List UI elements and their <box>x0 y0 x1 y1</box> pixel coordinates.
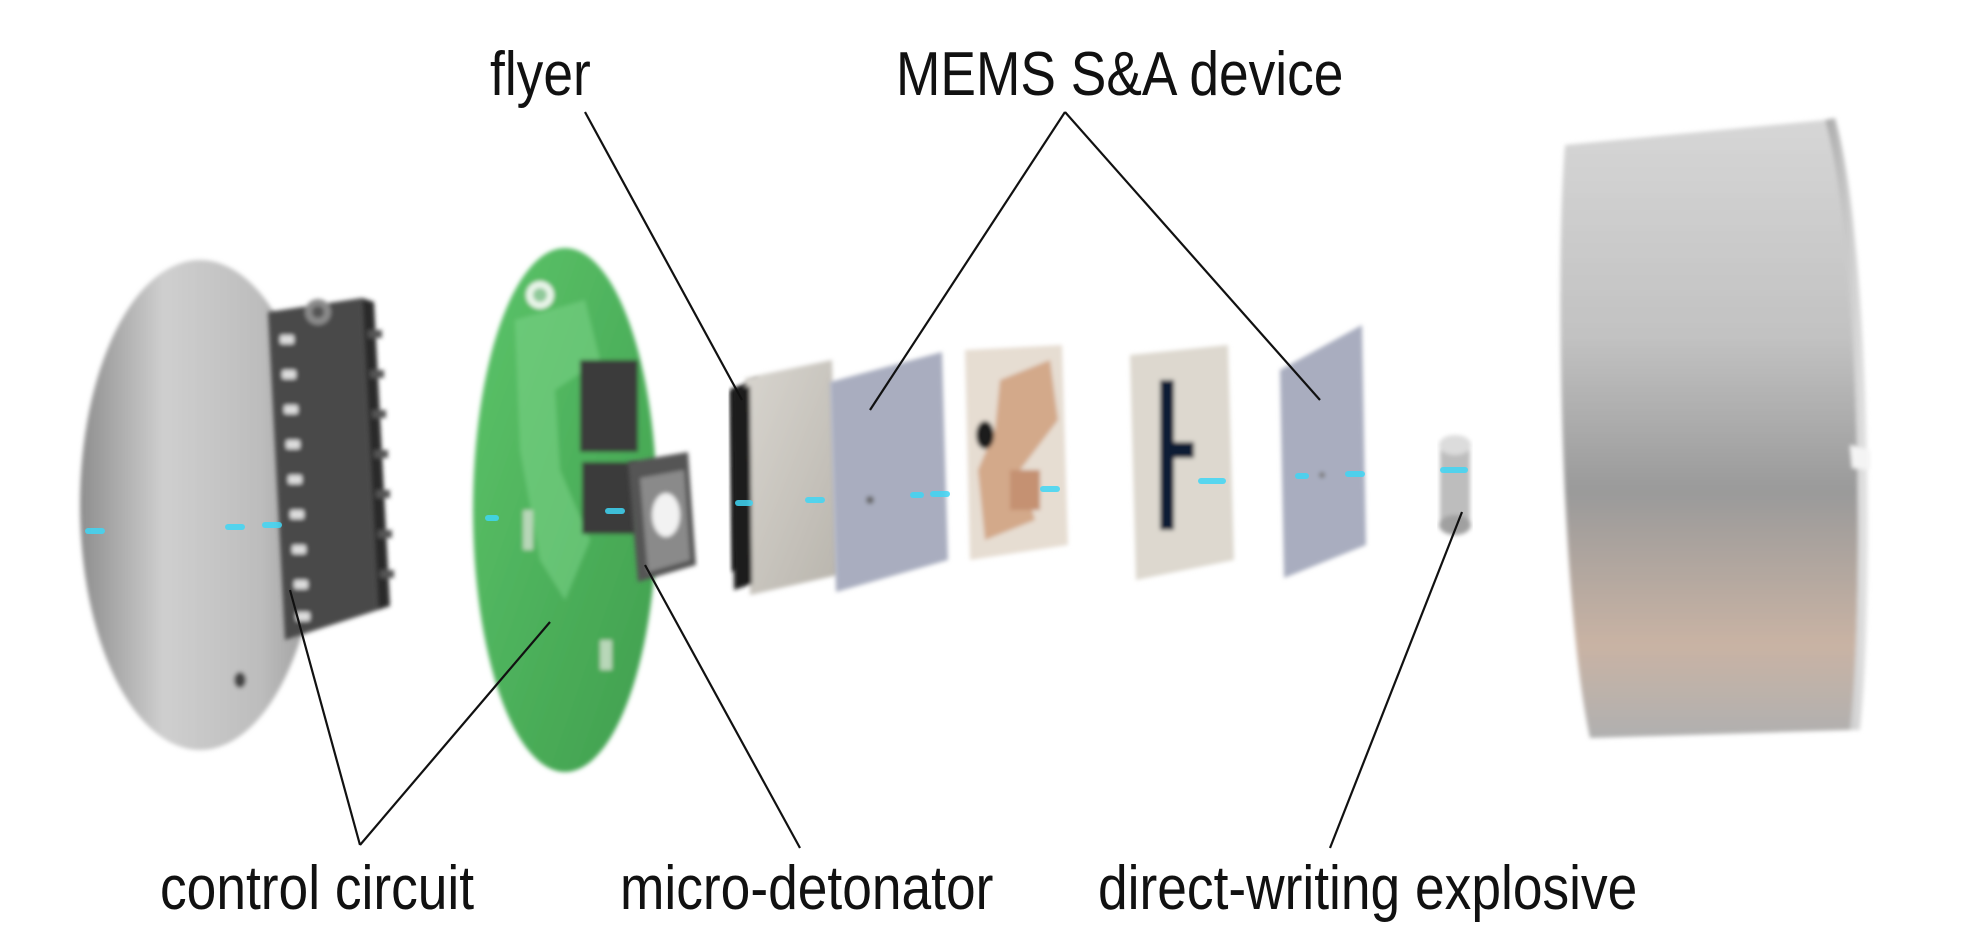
label-control-circuit: control circuit <box>160 854 475 923</box>
leader-line-flyer <box>584 111 743 401</box>
mems-plate-4 <box>1130 345 1234 580</box>
central-axis <box>85 467 1468 534</box>
leader-line-micro-detonator <box>644 564 801 849</box>
leader-line-mems-right <box>1064 111 1321 401</box>
label-direct-writing-explosive: direct-writing explosive <box>1098 854 1638 923</box>
mems-plate-3 <box>965 345 1068 560</box>
leader-line-control-chip <box>288 589 362 846</box>
leader-line-explosive <box>1328 511 1464 849</box>
label-mems-sa-device: MEMS S&A device <box>896 40 1344 109</box>
label-flyer: flyer <box>490 40 591 109</box>
housing-right <box>1560 118 1870 738</box>
mems-plate-2 <box>830 352 948 592</box>
micro-detonator <box>628 452 696 582</box>
control-circuit-chip <box>268 298 394 640</box>
leader-line-control-pcb <box>359 621 551 846</box>
leader-line-mems-left <box>869 111 1066 411</box>
direct-writing-explosive <box>1439 435 1471 535</box>
pcb-board <box>473 248 657 772</box>
leader-lines <box>288 111 1464 849</box>
label-micro-detonator: micro-detonator <box>620 854 994 923</box>
mems-plate-1 <box>732 360 838 595</box>
end-cap-left <box>80 260 320 750</box>
mems-plate-5 <box>1280 325 1366 578</box>
